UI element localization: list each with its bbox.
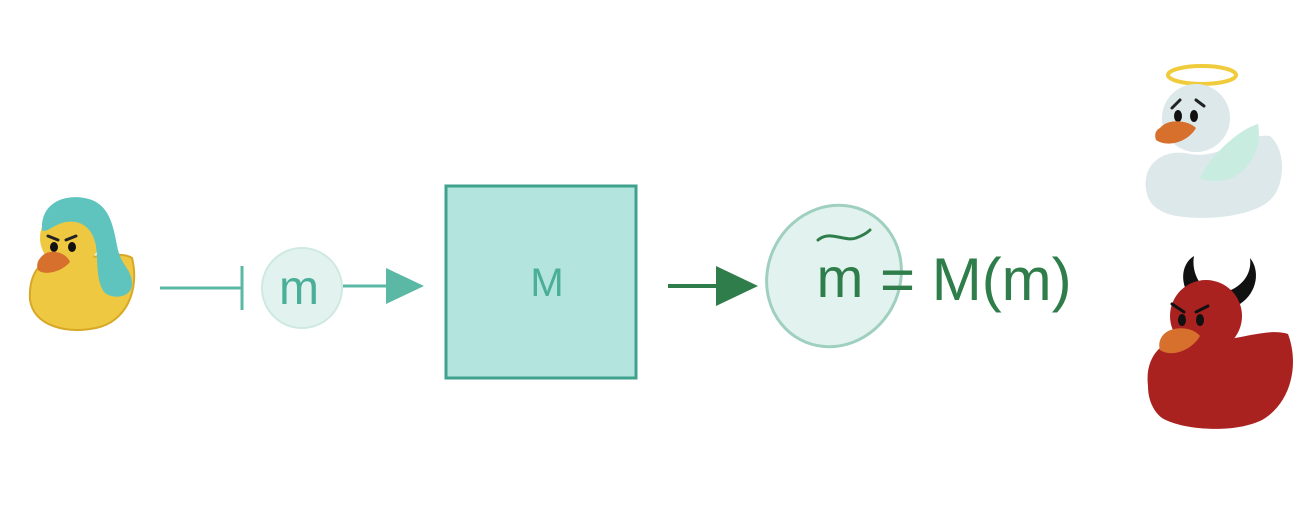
arrow-to-mechanism bbox=[343, 268, 424, 304]
angel-duck-icon bbox=[1145, 64, 1283, 218]
message-label: m bbox=[279, 262, 319, 315]
tilde-mark bbox=[816, 228, 872, 242]
output-node: m bbox=[765, 203, 903, 349]
mechanism-box: M bbox=[444, 184, 638, 380]
send-connector bbox=[160, 266, 244, 310]
arrow-to-output bbox=[668, 266, 758, 306]
output-equation: = M(m) bbox=[880, 246, 1072, 313]
mechanism-label: M bbox=[530, 261, 563, 305]
output-symbol: m bbox=[817, 246, 864, 309]
yellow-duck-icon bbox=[28, 197, 136, 331]
devil-duck-icon bbox=[1147, 256, 1293, 429]
message-node: m bbox=[261, 247, 343, 329]
